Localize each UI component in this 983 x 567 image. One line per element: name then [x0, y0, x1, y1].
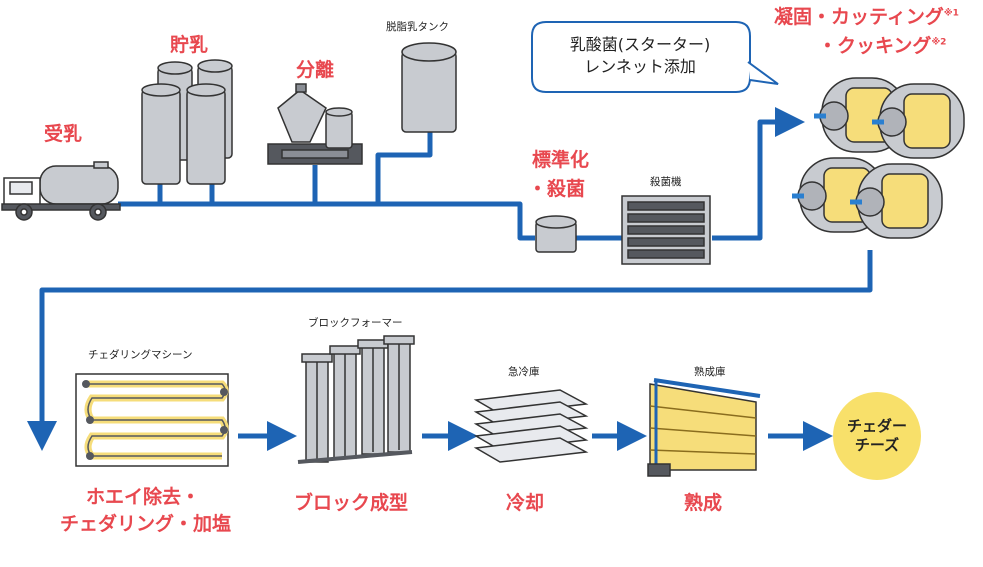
bubble-line-1: 乳酸菌(スターター)	[569, 35, 711, 54]
cheddaring-machine	[75, 373, 229, 467]
tank-pipe	[375, 130, 433, 204]
label-rapid-cooler: 急冷庫	[508, 366, 540, 378]
final-product-label: チェダー チーズ	[834, 417, 920, 455]
label-cooling: 冷却	[506, 492, 545, 514]
label-ripening: 熟成	[684, 492, 723, 514]
former-1	[301, 353, 333, 463]
skim-milk-tank	[401, 42, 457, 133]
label-reception: 受乳	[44, 123, 83, 145]
label-separation: 分離	[296, 59, 335, 81]
ripening-room	[647, 378, 761, 477]
block-formers	[297, 335, 415, 464]
storage-tanks	[141, 59, 233, 185]
label-block: ブロック成型	[294, 492, 409, 514]
vat-2	[872, 83, 965, 159]
label-whey-2: チェダリング・加塩	[60, 513, 232, 535]
row-connector	[27, 250, 873, 451]
label-sterilizer: 殺菌機	[650, 176, 682, 188]
final-product-line-2: チーズ	[854, 436, 900, 454]
label-standardize-1: 標準化	[532, 149, 590, 171]
label-storage: 貯乳	[170, 34, 209, 56]
label-ripening-room: 熟成庫	[694, 366, 726, 378]
label-skim-tank: 脱脂乳タンク	[386, 21, 449, 33]
note-1: ※1	[943, 8, 959, 19]
label-cheddaring-machine: チェダリングマシーン	[88, 349, 193, 361]
former-2	[329, 345, 361, 459]
former-4	[383, 335, 415, 453]
vat-4	[850, 163, 943, 239]
cheese-vats	[792, 77, 965, 239]
bubble-text: 乳酸菌(スターター) レンネット添加	[533, 34, 747, 78]
main-pipe	[118, 201, 535, 241]
milk-truck	[1, 161, 121, 221]
label-coagulation-2: ・クッキング※2	[818, 37, 946, 56]
sterilizer-to-vat-pipe	[712, 107, 805, 241]
final-product-line-1: チェダー	[846, 417, 907, 435]
top-pipeline	[118, 107, 805, 241]
additive-bubble	[531, 21, 779, 93]
label-coagulation-text: 凝固・カッティング	[774, 6, 944, 28]
separator-machine	[267, 83, 363, 165]
final-product-circle	[833, 392, 921, 480]
rapid-cooler	[473, 389, 589, 463]
former-3	[357, 339, 389, 455]
sterilizer-machine	[621, 195, 711, 265]
label-whey-1: ホエイ除去・	[86, 486, 201, 508]
note-2: ※2	[931, 37, 947, 48]
bubble-line-2: レンネット添加	[584, 57, 696, 76]
standardize-vessel	[535, 215, 577, 253]
label-block-former: ブロックフォーマー	[308, 317, 403, 329]
label-standardize-2: ・殺菌	[528, 178, 586, 200]
label-coagulation-1: 凝固・カッティング※1	[774, 8, 959, 27]
label-cooking-text: ・クッキング	[818, 35, 932, 57]
